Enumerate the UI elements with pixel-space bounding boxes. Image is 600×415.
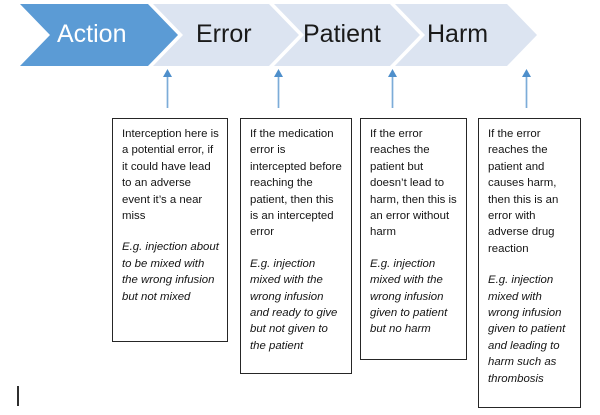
box-error-with-adr-example: E.g. injection mixed with wrong infusion… bbox=[488, 274, 566, 385]
box-intercepted-error-example: E.g. injection mixed with the wrong infu… bbox=[250, 257, 338, 352]
chevron-shape-action bbox=[20, 4, 178, 66]
process-chevron-band: Action Error Patient Harm bbox=[0, 0, 600, 72]
box-near-miss-example: E.g. injection about to be mixed with th… bbox=[122, 241, 219, 303]
box-near-miss[interactable]: Interception here is a potential error, … bbox=[112, 118, 228, 342]
chevron-label-patient[interactable]: Patient bbox=[303, 20, 381, 48]
chevron-shape-harm bbox=[395, 4, 537, 66]
box-intercepted-error-definition: If the medication error is intercepted b… bbox=[250, 128, 342, 239]
box-near-miss-definition: Interception here is a potential error, … bbox=[122, 128, 219, 223]
chevron-label-error[interactable]: Error bbox=[196, 20, 252, 48]
chevron-shape-patient bbox=[274, 4, 420, 66]
connector-arrow-2 bbox=[272, 68, 285, 110]
chevron-label-action[interactable]: Action bbox=[57, 20, 127, 48]
box-error-with-adr-definition: If the error reaches the patient and cau… bbox=[488, 128, 559, 255]
connector-arrow-4 bbox=[520, 68, 533, 110]
connector-arrow-3 bbox=[386, 68, 399, 110]
connector-arrow-1 bbox=[161, 68, 174, 110]
chevron-label-harm[interactable]: Harm bbox=[427, 20, 489, 48]
bottom-left-tick-mark bbox=[17, 386, 19, 406]
box-error-without-harm[interactable]: If the error reaches the patient but doe… bbox=[360, 118, 467, 360]
chevron-shape-error bbox=[153, 4, 299, 66]
box-error-with-adverse-drug-reaction[interactable]: If the error reaches the patient and cau… bbox=[478, 118, 581, 408]
box-intercepted-error[interactable]: If the medication error is intercepted b… bbox=[240, 118, 352, 374]
box-error-without-harm-definition: If the error reaches the patient but doe… bbox=[370, 128, 457, 239]
box-error-without-harm-example: E.g. injection mixed with the wrong infu… bbox=[370, 257, 448, 336]
